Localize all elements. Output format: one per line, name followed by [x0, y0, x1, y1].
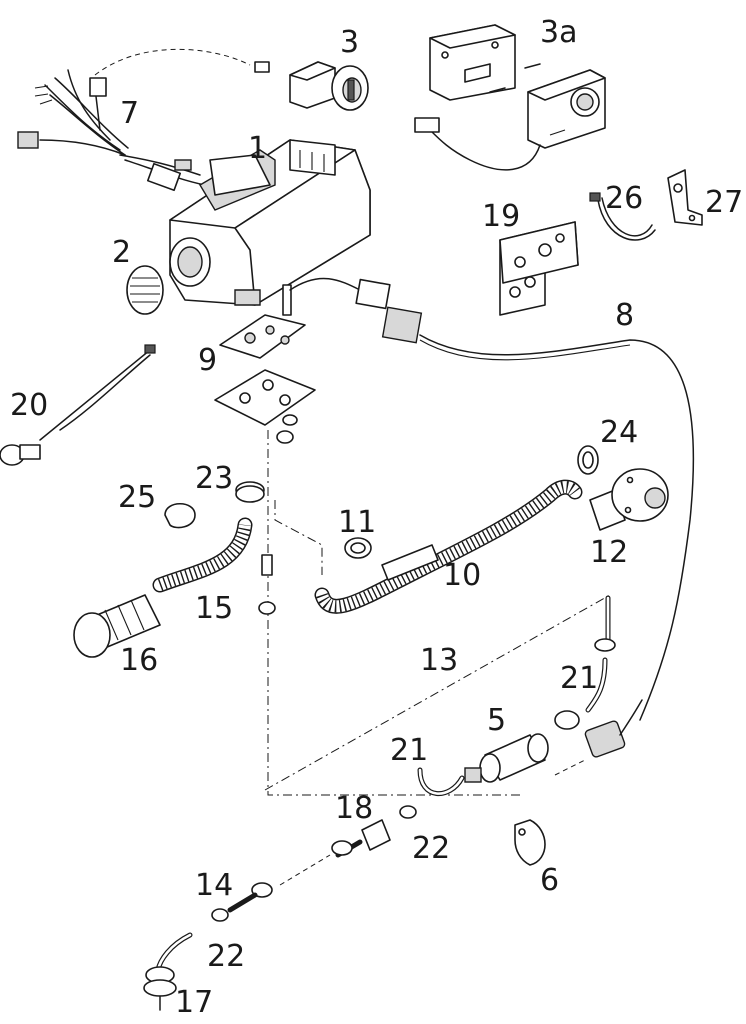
callout-3: 3 [340, 25, 359, 60]
callout-24: 24 [600, 415, 638, 450]
callout-25: 25 [118, 480, 156, 515]
callout-19: 19 [482, 199, 520, 234]
callout-26: 26 [605, 181, 643, 216]
part-7-wiring-harness [17, 69, 206, 192]
part-24-clamp [577, 445, 599, 475]
part-11-clamp [344, 537, 372, 559]
callout-5: 5 [487, 703, 506, 738]
part-9-gasket [214, 314, 316, 444]
part-3-rotary-switch [254, 61, 369, 111]
part-12-exhaust-outlet [589, 468, 669, 531]
part-16-silencer [73, 594, 161, 658]
part-25-clip [164, 502, 196, 529]
callout-22-left: 22 [207, 939, 245, 974]
callout-9: 9 [198, 343, 217, 378]
callout-23: 23 [195, 461, 233, 496]
part-6-pump-bracket [514, 819, 546, 866]
part-23-clamp [235, 481, 265, 503]
callout-22-right: 22 [412, 831, 450, 866]
part-19-bracket [499, 221, 579, 316]
part-27-angle-bracket [667, 169, 703, 226]
part-17-tank-pickup [143, 932, 193, 1011]
part-15-intake-hose [152, 517, 276, 615]
callout-11: 11 [338, 505, 376, 540]
callout-13: 13 [420, 643, 458, 678]
callout-17: 17 [175, 985, 213, 1020]
callout-27: 27 [705, 185, 743, 220]
callout-20: 20 [10, 388, 48, 423]
callout-21-lower: 21 [390, 733, 428, 768]
callout-16: 16 [120, 643, 158, 678]
callout-21-upper: 21 [560, 661, 598, 696]
callout-12: 12 [590, 535, 628, 570]
callout-10: 10 [443, 558, 481, 593]
part-18-fuel-filter [331, 805, 417, 858]
part-8-cable [355, 278, 695, 758]
part-20-sensor [0, 344, 156, 466]
callout-2: 2 [112, 235, 131, 270]
part-14-fuel-tube [211, 882, 273, 922]
fuel-line [585, 595, 616, 713]
callout-7: 7 [120, 96, 139, 131]
callout-14: 14 [195, 868, 233, 903]
callout-15: 15 [195, 591, 233, 626]
part-3a-controller [414, 24, 606, 171]
part-2-air-grille [126, 265, 164, 315]
part-10-exhaust-hose [314, 479, 583, 614]
callout-1: 1 [248, 131, 267, 166]
callout-labels: 1 2 3 3a 5 6 7 8 9 10 11 12 13 14 15 16 … [10, 15, 743, 1020]
part-1-heater-unit [169, 139, 371, 316]
callout-18: 18 [335, 791, 373, 826]
callout-8: 8 [615, 298, 634, 333]
part-26-cable-tie [589, 192, 656, 241]
callout-6: 6 [540, 863, 559, 898]
part-5-fuel-pump [417, 710, 580, 796]
callout-3a: 3a [540, 15, 577, 50]
